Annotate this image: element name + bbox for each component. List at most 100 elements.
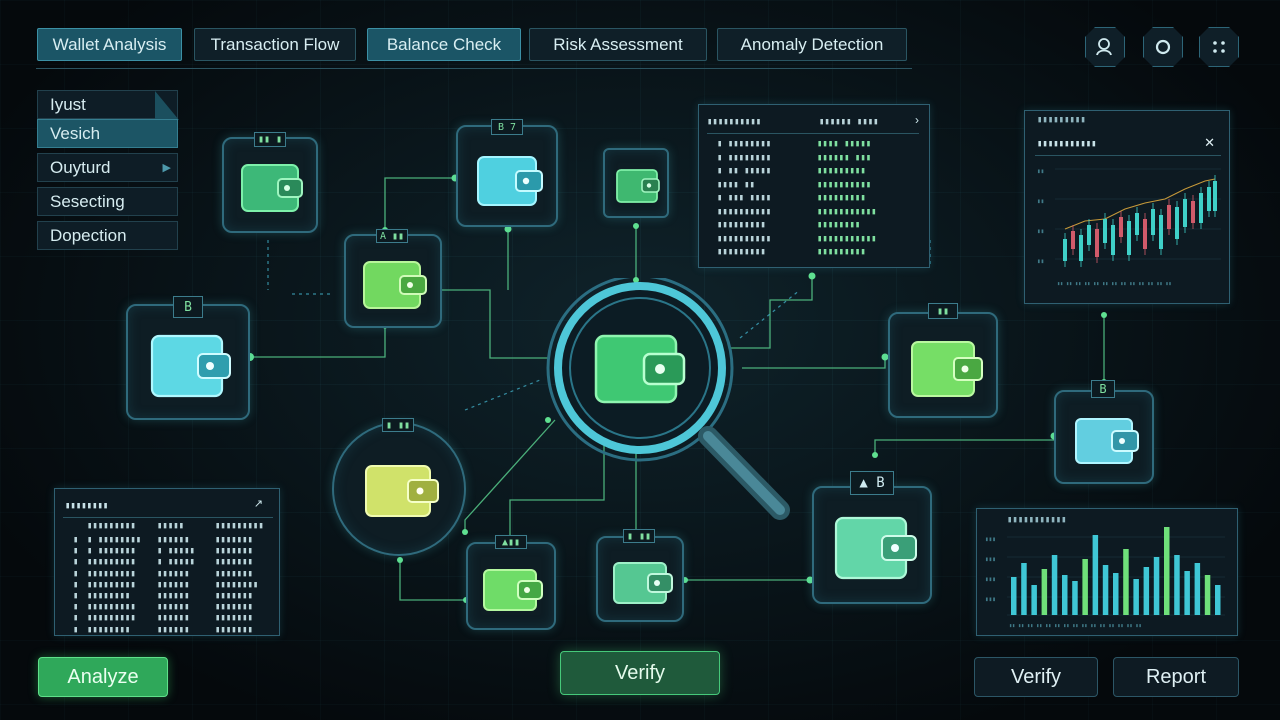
verify-button[interactable]: Verify xyxy=(974,657,1098,697)
menu-item-label: Vesich xyxy=(50,123,101,143)
candle-body xyxy=(1135,213,1139,235)
chart-title: ▮▮▮▮▮▮▮▮▮▮▮ xyxy=(1007,515,1067,525)
tab-anomaly-detection[interactable]: Anomaly Detection xyxy=(717,28,907,61)
candle-body xyxy=(1167,205,1171,229)
arrow-icon[interactable]: ↗ xyxy=(253,498,263,510)
divider xyxy=(707,133,919,134)
wallet-node[interactable] xyxy=(596,536,684,622)
wallet-node[interactable] xyxy=(603,148,669,218)
table-cell: ▮▮▮▮▮▮▮ xyxy=(215,591,253,601)
wallet-node[interactable] xyxy=(126,304,250,420)
menu-item-ouyturd[interactable]: Ouyturd ▶ xyxy=(37,153,178,182)
grid-menu-button[interactable] xyxy=(1199,27,1239,67)
transaction-table-panel: ▮▮▮▮▮▮▮▮▮▮ ▮▮▮▮▮▮ ▮▮▮▮ › ▮ ▮▮▮▮▮▮▮▮▮▮▮▮ … xyxy=(698,104,930,268)
wallet-node[interactable] xyxy=(888,312,998,418)
tab-balance-check[interactable]: Balance Check xyxy=(367,28,521,61)
analyze-button[interactable]: Analyze xyxy=(38,657,168,697)
volume-bar xyxy=(1133,579,1139,615)
tab-wallet-analysis[interactable]: Wallet Analysis xyxy=(37,28,182,61)
corner-notch-icon xyxy=(155,91,179,120)
tab-risk-assessment[interactable]: Risk Assessment xyxy=(529,28,707,61)
node-badge: B 7 xyxy=(491,119,523,135)
verify-center-button[interactable]: Verify xyxy=(560,651,720,695)
candlestick-chart: ▮▮▮▮▮▮▮▮ ▮▮ ▮▮ ▮▮ ▮▮ ▮▮ ▮▮ ▮▮ ▮▮ ▮▮ ▮▮ ▮… xyxy=(1037,168,1221,287)
menu-item-label: Iyust xyxy=(50,94,86,114)
table-cell: ▮ xyxy=(73,591,79,601)
candle-body xyxy=(1159,215,1163,249)
volume-bar xyxy=(1164,527,1170,615)
svg-text:▮▮ ▮▮ ▮▮ ▮▮ ▮▮ ▮▮ ▮▮ ▮▮ ▮▮ ▮▮: ▮▮ ▮▮ ▮▮ ▮▮ ▮▮ ▮▮ ▮▮ ▮▮ ▮▮ ▮▮ ▮▮ ▮▮ ▮▮ ▮… xyxy=(1009,623,1141,629)
candle-body xyxy=(1119,217,1123,237)
menu-item-sesecting[interactable]: Sesecting xyxy=(37,187,178,216)
candle-body xyxy=(1087,225,1091,245)
table-header: ▮▮▮▮▮ xyxy=(157,521,185,531)
wallet-node[interactable] xyxy=(1054,390,1154,484)
table-cell: ▮ ▮▮▮▮▮▮▮▮ xyxy=(717,152,772,163)
svg-text:▮▮▮: ▮▮▮ xyxy=(985,556,996,563)
table-cell: ▮ ▮▮▮▮▮ xyxy=(157,546,195,557)
svg-text:▮▮▮: ▮▮▮ xyxy=(985,536,996,543)
table-cell: ▮▮▮▮▮▮▮▮▮ xyxy=(87,568,136,579)
volume-bar xyxy=(1194,563,1201,615)
volume-bar xyxy=(1204,575,1211,615)
candle-body xyxy=(1063,239,1067,261)
table-cell: ▮▮▮▮▮▮▮▮▮ xyxy=(87,557,136,568)
volume-bar xyxy=(1174,555,1180,615)
table-cell: ▮ ▮▮▮▮▮ xyxy=(157,557,195,568)
volume-bar xyxy=(1113,573,1119,615)
wallet-node[interactable] xyxy=(812,486,932,604)
wallet-node[interactable] xyxy=(222,137,318,233)
wallet-icon xyxy=(150,334,231,398)
table-cell: ▮ ▮▮▮▮▮▮▮▮ xyxy=(87,535,142,545)
menu-item-dopection[interactable]: Dopection xyxy=(37,221,178,250)
transaction-list-panel: ▮▮▮▮▮▮▮▮ ↗ ▮▮▮▮▮▮▮▮▮ ▮▮▮▮▮ ▮▮▮▮▮▮▮▮▮ ▮▮ … xyxy=(54,488,280,636)
menu-item-label: Dopection xyxy=(50,225,127,245)
node-badge: ▮ ▮▮ xyxy=(623,529,655,543)
table-cell: ▮▮▮▮▮▮▮▮ xyxy=(87,624,131,635)
table-cell: ▮▮▮▮▮▮▮▮▮ xyxy=(717,220,766,230)
wallet-node[interactable] xyxy=(332,422,466,556)
svg-text:▮▮: ▮▮ xyxy=(1037,168,1044,175)
user-search-button[interactable] xyxy=(1085,27,1125,67)
table-cell: ▮▮▮▮▮▮▮▮▮ xyxy=(817,247,866,257)
wallet-node[interactable] xyxy=(466,542,556,630)
wallet-node[interactable] xyxy=(344,234,442,328)
magnifier-icon[interactable] xyxy=(540,278,800,528)
menu-item-iyust[interactable]: Iyust xyxy=(37,90,179,120)
svg-text:▮▮: ▮▮ xyxy=(1037,228,1044,235)
candle-body xyxy=(1143,219,1147,249)
panel-title: ▮▮▮▮▮▮▮▮ xyxy=(65,501,109,511)
wallet-node[interactable] xyxy=(456,125,558,227)
wallet-icon xyxy=(616,169,660,203)
menu-item-label: Ouyturd xyxy=(50,157,111,177)
settings-button[interactable] xyxy=(1143,27,1183,67)
table-cell: ▮▮▮▮▮▮▮ xyxy=(215,557,253,568)
table-cell: ▮ ▮▮▮▮▮▮▮▮ xyxy=(717,139,772,149)
volume-bar xyxy=(1062,575,1068,615)
table-cell: ▮ xyxy=(73,602,79,613)
candle-body xyxy=(1175,207,1179,239)
table-cell: ▮▮▮▮▮▮▮▮ xyxy=(87,591,131,601)
table-cell: ▮ ▮▮▮ ▮▮▮▮ xyxy=(717,193,772,203)
table-cell: ▮▮▮▮▮▮ xyxy=(157,579,190,590)
chart-title: ▮▮▮▮▮▮▮▮▮▮▮ xyxy=(1037,139,1097,149)
table-cell: ▮▮▮▮▮▮ xyxy=(157,602,190,613)
candle-body xyxy=(1207,187,1211,211)
chevron-right-icon[interactable]: › xyxy=(915,113,919,127)
table-cell: ▮ xyxy=(73,613,79,624)
table-cell: ▮▮▮▮▮▮ xyxy=(157,591,190,601)
table-cell: ▮▮▮▮▮▮▮ xyxy=(215,546,253,557)
table-cell: ▮▮▮▮▮▮▮ xyxy=(215,602,253,613)
close-icon[interactable]: ✕ xyxy=(1204,135,1215,150)
tab-transaction-flow[interactable]: Transaction Flow xyxy=(194,28,356,61)
wallet-icon xyxy=(483,569,543,611)
table-cell: ▮▮▮▮▮▮ xyxy=(157,613,190,624)
report-button[interactable]: Report xyxy=(1113,657,1239,697)
menu-item-vesich[interactable]: Vesich xyxy=(37,119,178,148)
volume-bar xyxy=(1184,571,1190,615)
table-header: ▮▮▮▮▮▮▮▮▮▮ xyxy=(707,117,762,127)
table-cell: ▮▮▮▮▮▮▮▮▮▮ xyxy=(817,179,872,190)
volume-bar xyxy=(1143,567,1150,615)
table-cell: ▮▮▮▮▮▮▮ xyxy=(215,613,253,624)
wallet-icon xyxy=(834,516,917,580)
